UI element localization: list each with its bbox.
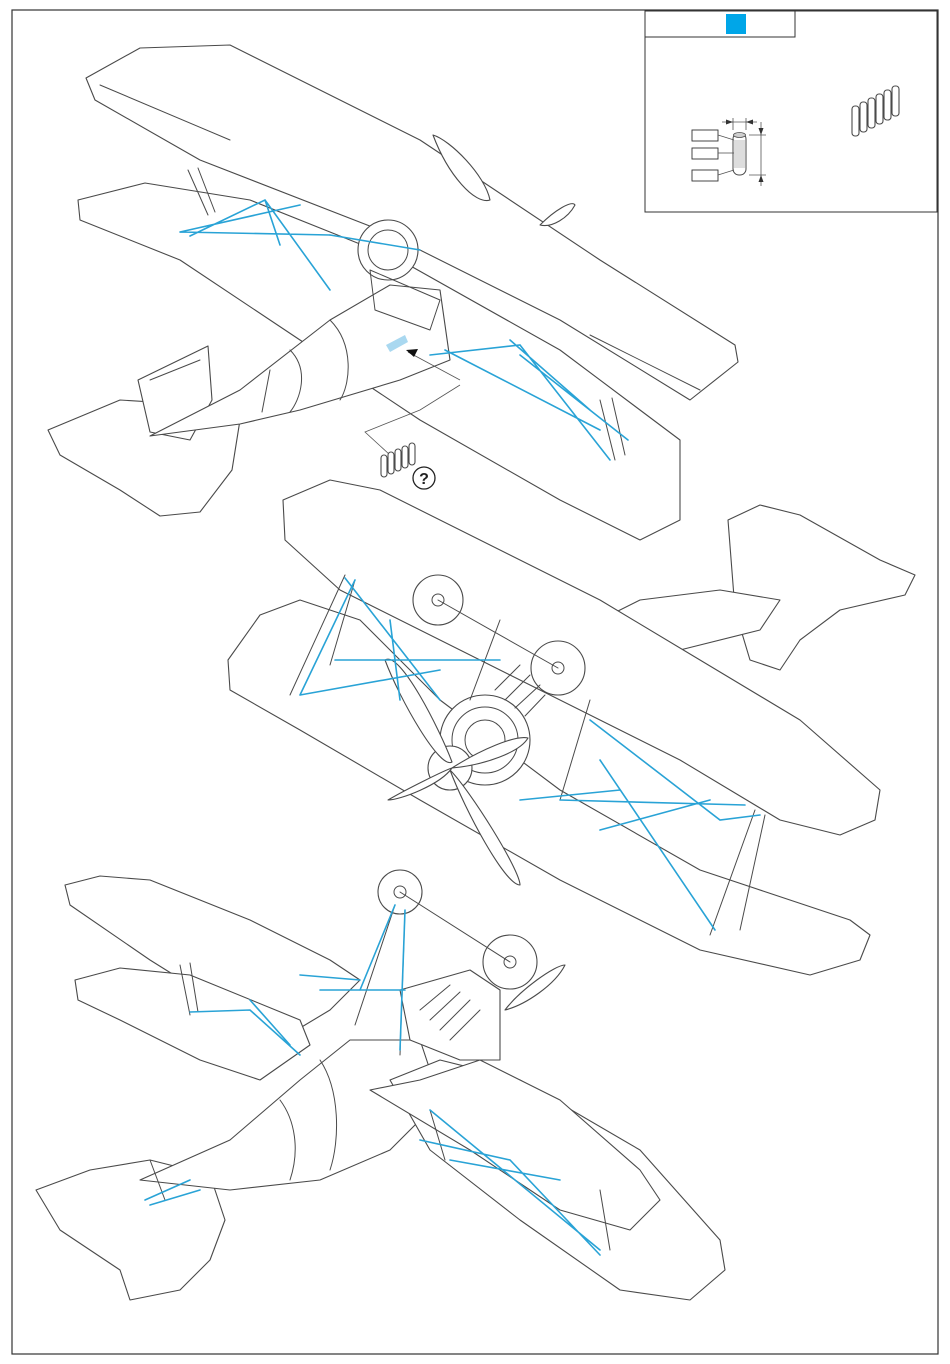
biplane-underside-view [36,870,725,1300]
tailplane [728,505,915,670]
fuselage [140,1040,440,1190]
tube-set-callout [381,443,415,477]
legend-box [645,11,937,212]
question-marker-glyph: ? [419,471,429,488]
engine-cowling [358,220,418,280]
biplane-top-view: ? [48,45,738,540]
color-swatch [726,14,746,34]
biplane-front-three-quarter-view [228,480,915,975]
